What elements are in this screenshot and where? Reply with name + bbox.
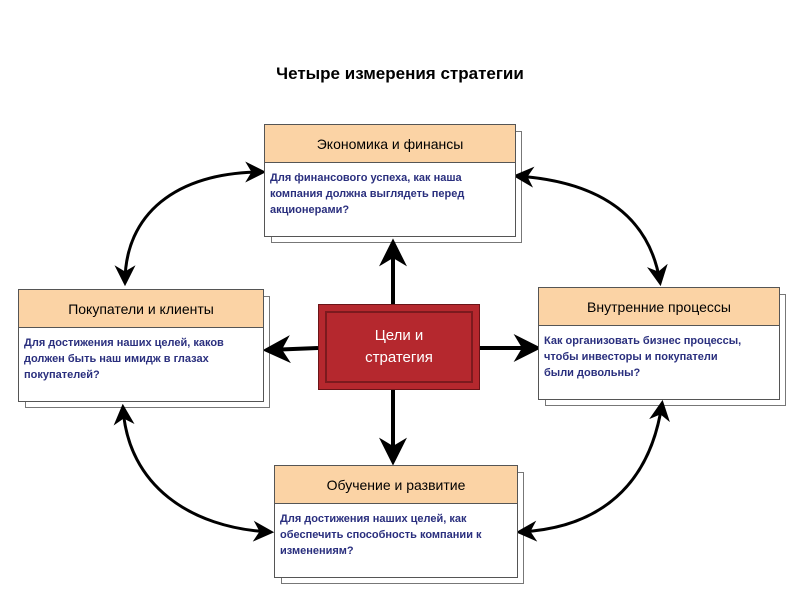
center-goals-strategy: Цели и стратегия [318,304,480,390]
box-header: Покупатели и клиенты [19,290,263,328]
box-text: Для финансового успеха, как наша компани… [270,172,465,216]
box-header: Экономика и финансы [265,125,515,163]
curve-top-right [512,166,668,287]
box-text: Для достижения наших целей, как обеспечи… [280,513,482,557]
box-internal-processes: Внутренние процессы Как организовать биз… [538,287,786,406]
curve-top-left [114,161,267,287]
box-economics-finance: Экономика и финансы Для финансового успе… [264,124,522,243]
box-header: Обучение и развитие [275,466,517,504]
arrow-left [262,335,319,364]
center-label: Цели и стратегия [325,311,473,383]
box-text: Как организовать бизнес процессы, чтобы … [544,335,742,379]
box-learning-growth: Обучение и развитие Для достижения наших… [274,465,524,584]
curve-bottom-left [113,403,275,542]
curve-bottom-right [515,399,670,542]
box-text: Для достижения наших целей, каков должен… [24,337,224,381]
box-customers-clients: Покупатели и клиенты Для достижения наши… [18,289,270,408]
diagram-title: Четыре измерения стратегии [276,64,524,83]
box-header: Внутренние процессы [539,288,779,326]
